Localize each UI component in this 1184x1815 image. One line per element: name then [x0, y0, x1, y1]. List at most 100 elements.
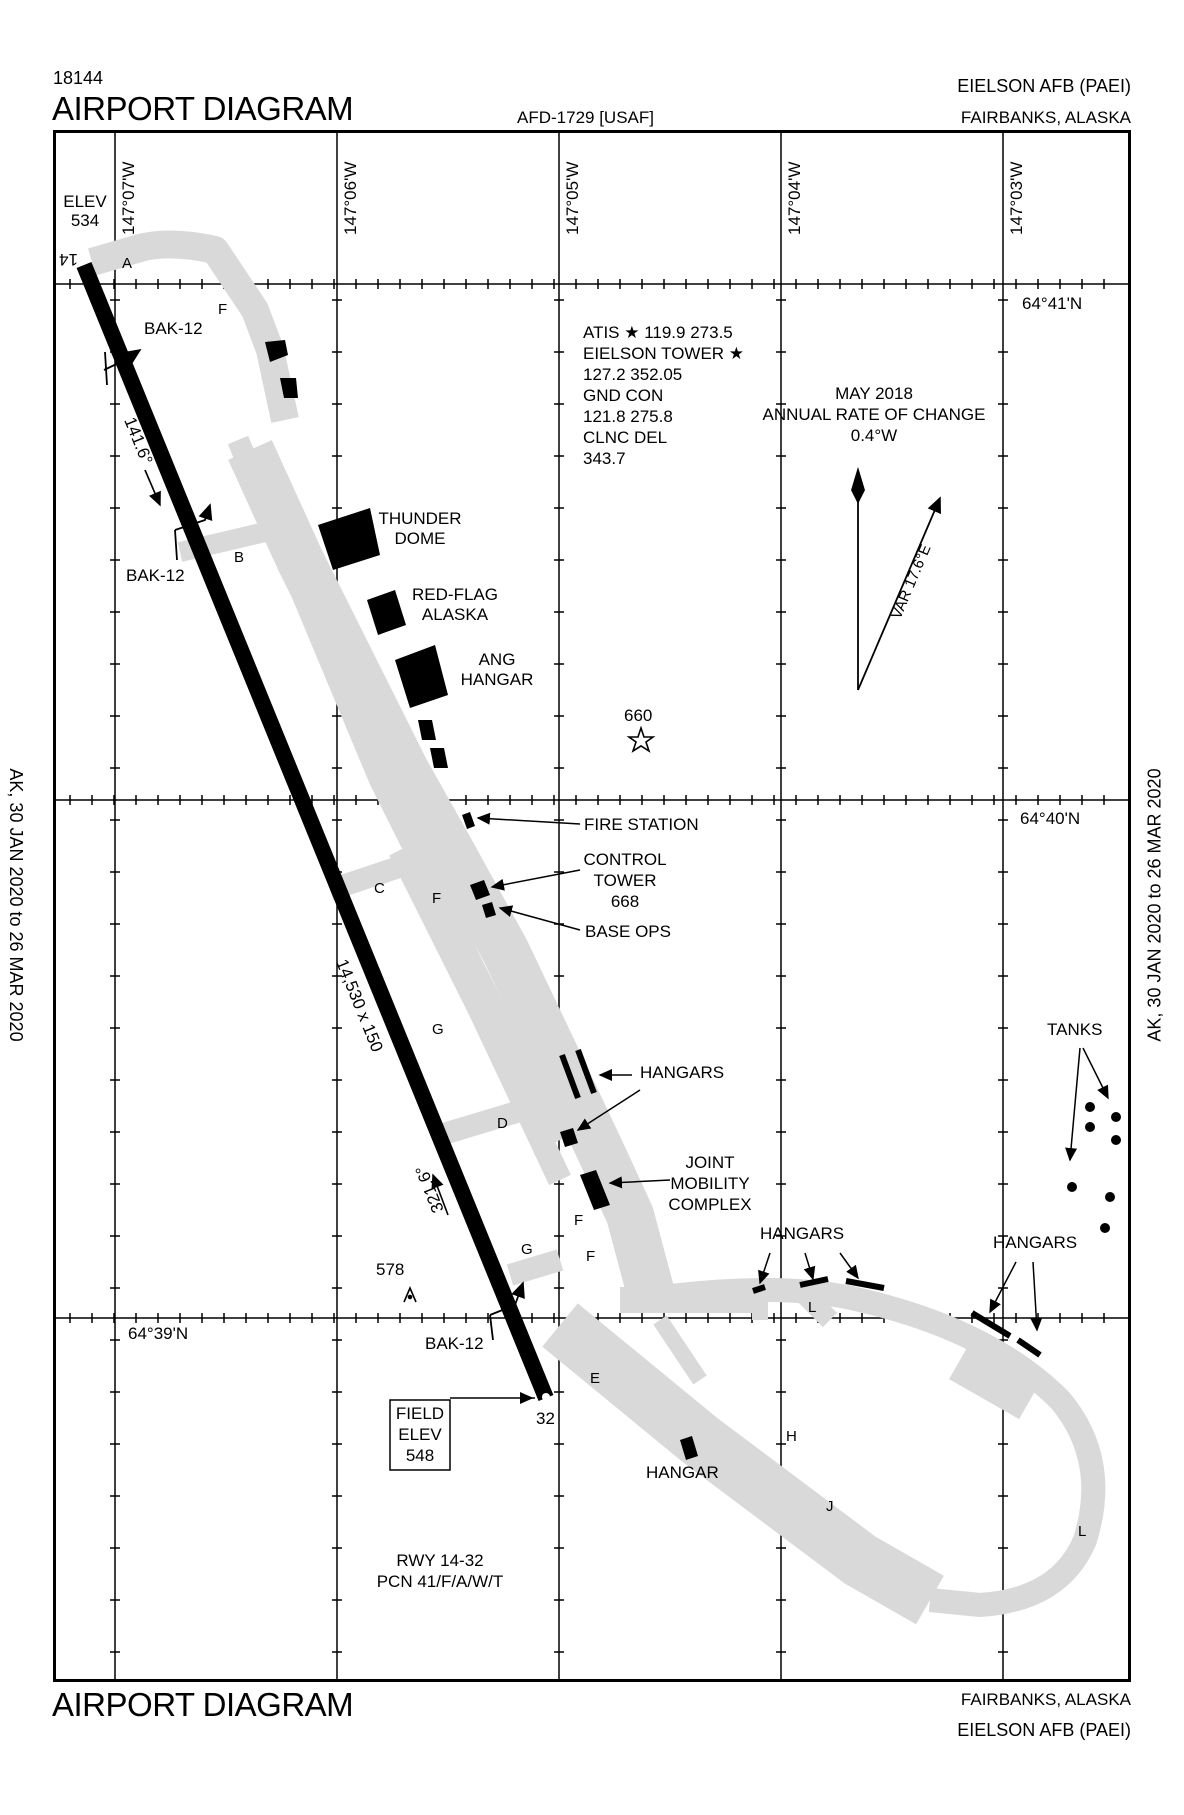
magnetic-rate-label: ANNUAL RATE OF CHANGE: [762, 405, 986, 424]
runway-14-32: [76, 261, 554, 1402]
control-tower-building: [470, 880, 490, 900]
latitude-label: 64°41'N: [1022, 294, 1083, 313]
bak12-south: BAK-12: [425, 1334, 484, 1353]
base-ops-label: BASE OPS: [585, 922, 671, 941]
taxiway-b: B: [234, 549, 244, 566]
buildings: [265, 340, 698, 1460]
taxiway-f-mid: F: [432, 890, 441, 907]
taxiway-l-south: L: [1078, 1523, 1086, 1540]
hangar-shape: [418, 720, 436, 740]
clearance-label: CLNC DEL: [583, 428, 668, 447]
longitude-label: 147°07'W: [119, 162, 138, 235]
obstacle-660-icon: [626, 725, 656, 753]
latitude-label: 64°40'N: [1020, 809, 1081, 828]
bak12-mid: BAK-12: [126, 566, 185, 585]
ground-label: GND CON: [583, 386, 664, 405]
diagram-frame: [53, 130, 1131, 1682]
runway-32-label: 32: [536, 1409, 555, 1428]
taxiway-g-south: G: [521, 1241, 533, 1258]
tanks-label: TANKS: [1047, 1020, 1103, 1039]
fire-station-label: FIRE STATION: [584, 815, 699, 834]
hangars-label-far-east: HANGARS: [993, 1233, 1078, 1252]
footer-airport: EIELSON AFB (PAEI): [957, 1720, 1131, 1740]
obstacle-660-label: 660: [624, 706, 653, 725]
obstacle-symbols: [403, 725, 656, 1303]
elev-value: 534: [70, 211, 100, 230]
magnetic-date: MAY 2018: [835, 384, 913, 403]
hangar-shape: [430, 748, 448, 768]
longitude-label: 147°05'W: [563, 162, 582, 235]
longitude-labels: 147°07'W 147°06'W 147°05'W 147°04'W 147°…: [119, 162, 1026, 235]
runway-heading-321: 321.6°: [412, 1163, 448, 1216]
elev-label: ELEV: [63, 192, 107, 211]
north-arrow: [851, 466, 941, 691]
magnetic-variation: VAR 17.6°E: [888, 542, 935, 621]
arresting-gear: [103, 349, 525, 1341]
taxiway-h: H: [786, 1428, 797, 1445]
red-flag-building: [367, 590, 406, 635]
afd-reference: AFD-1729 [USAF]: [517, 108, 654, 127]
taxiway-f-north: F: [218, 301, 227, 318]
callout-leaders: [450, 812, 1109, 1404]
clearance-frequency: 343.7: [583, 449, 626, 468]
field-elev-box: [389, 1399, 451, 1471]
runway-14-label: 14: [59, 250, 78, 269]
latitude-label: 64°39'N: [128, 1324, 189, 1343]
airport-name: EIELSON AFB (PAEI): [957, 76, 1131, 96]
obstacle-578-icon: [403, 1285, 417, 1303]
ang-hangar-building: [395, 645, 448, 708]
tower-label: EIELSON TOWER ★: [583, 344, 745, 363]
chart-number: 18144: [53, 68, 104, 88]
atis-frequency: ATIS ★ 119.9 273.5: [583, 323, 733, 342]
taxiway-e: E: [590, 1370, 600, 1387]
footer-location: FAIRBANKS, ALASKA: [960, 1690, 1131, 1709]
tanks: [1067, 1102, 1121, 1233]
taxiway-d: D: [497, 1115, 508, 1132]
hangar-small: [560, 1128, 578, 1147]
taxiway-labels: A F B C F G D G F F E L H J L: [122, 255, 1086, 1540]
longitude-label: 147°03'W: [1007, 162, 1026, 235]
longitude-label: 147°04'W: [785, 162, 804, 235]
hangar-south: [680, 1436, 698, 1460]
obstacle-578-label: 578: [376, 1260, 405, 1279]
footer-title: AIRPORT DIAGRAM: [52, 1686, 354, 1723]
hangar-bars: [559, 1048, 1042, 1358]
hangars-label-east: HANGARS: [760, 1224, 845, 1243]
fire-station-building: [462, 812, 475, 829]
hangar-label: HANGAR: [646, 1463, 719, 1482]
taxiway-network: [88, 230, 1106, 1625]
bak12-north: BAK-12: [144, 319, 203, 338]
taxiway-a: A: [122, 255, 132, 272]
magnetic-block: MAY 2018 ANNUAL RATE OF CHANGE 0.4°W: [756, 383, 992, 446]
taxiway-g-mid: G: [432, 1021, 444, 1038]
taxiway-f-south1: F: [574, 1212, 583, 1229]
airport-location: FAIRBANKS, ALASKA: [960, 108, 1131, 127]
chart-title: AIRPORT DIAGRAM: [52, 90, 354, 127]
frequency-block: ATIS ★ 119.9 273.5 EIELSON TOWER ★ 127.2…: [583, 322, 744, 469]
hangars-label-mid: HANGARS: [640, 1063, 725, 1082]
longitude-label: 147°06'W: [341, 162, 360, 235]
taxiway-c: C: [374, 880, 385, 897]
ground-frequency: 121.8 275.8: [583, 407, 673, 426]
taxiway-l-east: L: [808, 1299, 816, 1316]
hangar-shape: [280, 378, 298, 398]
graticule-ticks: [69, 279, 1105, 1653]
tower-frequency: 127.2 352.05: [583, 365, 683, 384]
heading-arrows: [144, 469, 449, 1216]
taxiway-j: J: [826, 1498, 834, 1515]
joint-mobility-building: [580, 1170, 610, 1210]
thunder-dome-building: [318, 508, 380, 570]
taxiway-f-south2: F: [586, 1248, 595, 1265]
base-ops-building: [482, 902, 496, 918]
magnetic-rate: 0.4°W: [850, 426, 898, 445]
runway-end-marker: [542, 1393, 550, 1401]
hangar-shape: [265, 340, 288, 362]
